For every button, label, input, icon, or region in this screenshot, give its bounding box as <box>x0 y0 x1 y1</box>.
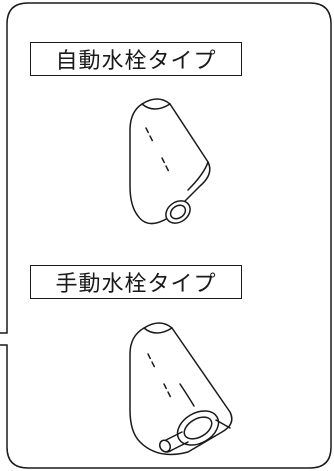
auto-faucet-type-label: 自動水栓タイプ <box>30 42 242 76</box>
manual-faucet-cover-icon <box>129 322 233 456</box>
auto-faucet-cover-icon <box>129 98 211 225</box>
manual-faucet-type-label: 手動水栓タイプ <box>30 265 242 299</box>
